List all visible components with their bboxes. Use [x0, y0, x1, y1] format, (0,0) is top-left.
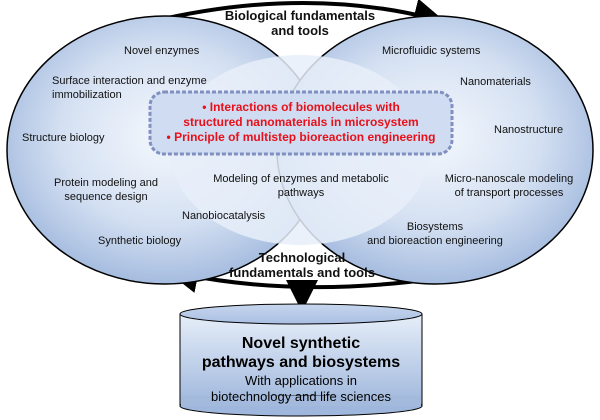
bottom-label-line2: fundamentals and tools — [229, 265, 375, 280]
protein-modeling-line2: sequence design — [64, 191, 148, 203]
center-box-text: • Interactions of biomolecules with stru… — [150, 100, 452, 145]
structure-biology-label: Structure biology — [22, 132, 105, 144]
novel-enzymes-label: Novel enzymes — [124, 45, 200, 57]
nanobiocatalysis-label: Nanobiocatalysis — [182, 210, 266, 222]
bottom-label: Technological fundamentals and tools — [204, 250, 400, 280]
biosystems-label: Biosystems and bioreaction engineering — [352, 220, 518, 248]
biosystems-line2: and bioreaction engineering — [367, 235, 503, 247]
surface-interaction-label: Surface interaction and enzyme immobiliz… — [52, 74, 207, 102]
bottom-label-line1: Technological — [258, 250, 346, 265]
cylinder-title-line2: pathways and biosystems — [201, 354, 401, 371]
nanostructure-label: Nanostructure — [494, 124, 564, 136]
modeling-enzymes-line2: pathways — [277, 187, 325, 199]
surface-interaction-line2: immobilization — [52, 89, 122, 101]
micro-nano-modeling-label: Micro-nanoscale modeling of transport pr… — [434, 172, 584, 200]
top-label-line1: Biological fundamentals — [224, 8, 376, 23]
cylinder-subtitle-line1: With applications in — [245, 373, 357, 388]
center-box-line1: • Interactions of biomolecules with — [202, 100, 400, 114]
microfluidic-label: Microfluidic systems — [382, 45, 481, 57]
micro-nano-modeling-line1: Micro-nanoscale modeling — [444, 173, 574, 185]
synthetic-biology-label: Synthetic biology — [98, 235, 182, 247]
center-box — [148, 90, 454, 156]
protein-modeling-label: Protein modeling and sequence design — [42, 176, 170, 204]
top-label-line2: and tools — [271, 23, 329, 38]
nanomaterials-label: Nanomaterials — [460, 76, 531, 88]
cylinder — [179, 303, 423, 417]
cylinder-title-line1: Novel synthetic — [241, 335, 361, 352]
modeling-enzymes-line1: Modeling of enzymes and metabolic — [213, 173, 389, 185]
cylinder-subtitle-line2: biotechnology and life sciences — [211, 389, 391, 404]
center-box-line2: structured nanomaterials in microsystem — [183, 115, 419, 129]
cylinder-title: Novel synthetic pathways and biosystems — [180, 334, 422, 372]
cylinder-subtitle: With applications in biotechnology and l… — [180, 373, 422, 405]
modeling-enzymes-label: Modeling of enzymes and metabolic pathwa… — [196, 172, 406, 200]
protein-modeling-line1: Protein modeling and — [54, 177, 158, 189]
top-label: Biological fundamentals and tools — [205, 8, 395, 38]
biosystems-line1: Biosystems — [406, 221, 464, 233]
top-cycle-arrow — [149, 0, 446, 30]
micro-nano-modeling-line2: of transport processes — [454, 187, 564, 199]
center-box-line3: • Principle of multistep bioreaction eng… — [166, 130, 436, 144]
surface-interaction-line1: Surface interaction and enzyme — [52, 75, 207, 87]
